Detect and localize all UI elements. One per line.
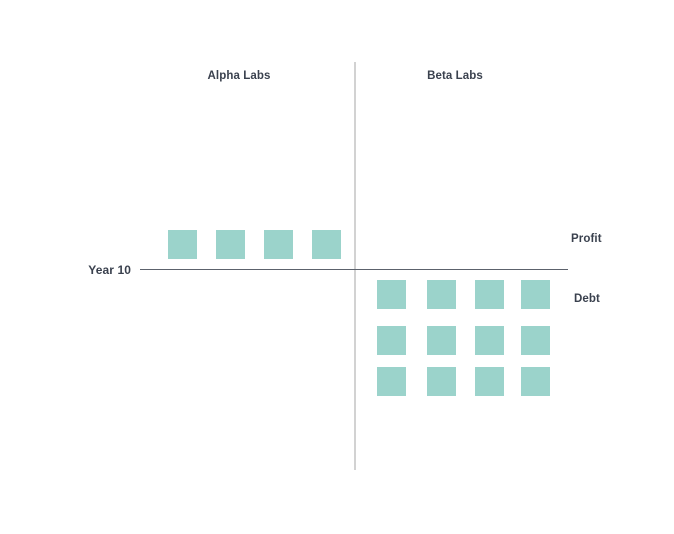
unit-square-beta-debt	[427, 280, 456, 309]
group-label-left: Alpha Labs	[207, 70, 271, 82]
unit-square-beta-debt	[377, 280, 406, 309]
unit-square-beta-debt	[377, 367, 406, 396]
unit-square-alpha-profit	[264, 230, 293, 259]
axis-label-debt: Debt	[574, 293, 600, 305]
unit-square-beta-debt	[521, 367, 550, 396]
unit-square-beta-debt	[475, 326, 504, 355]
unit-square-beta-debt	[475, 280, 504, 309]
axis-label-profit: Profit	[571, 233, 602, 245]
row-label-year: Year 10	[88, 263, 131, 277]
unit-square-beta-debt	[475, 367, 504, 396]
unit-square-beta-debt	[521, 326, 550, 355]
zero-axis-line	[140, 269, 568, 271]
group-divider-line	[354, 62, 356, 470]
unit-square-beta-debt	[521, 280, 550, 309]
unit-square-alpha-profit	[312, 230, 341, 259]
unit-square-alpha-profit	[216, 230, 245, 259]
unit-square-alpha-profit	[168, 230, 197, 259]
unit-square-beta-debt	[427, 326, 456, 355]
unit-square-beta-debt	[427, 367, 456, 396]
unit-square-beta-debt	[377, 326, 406, 355]
group-label-right: Beta Labs	[427, 70, 483, 82]
